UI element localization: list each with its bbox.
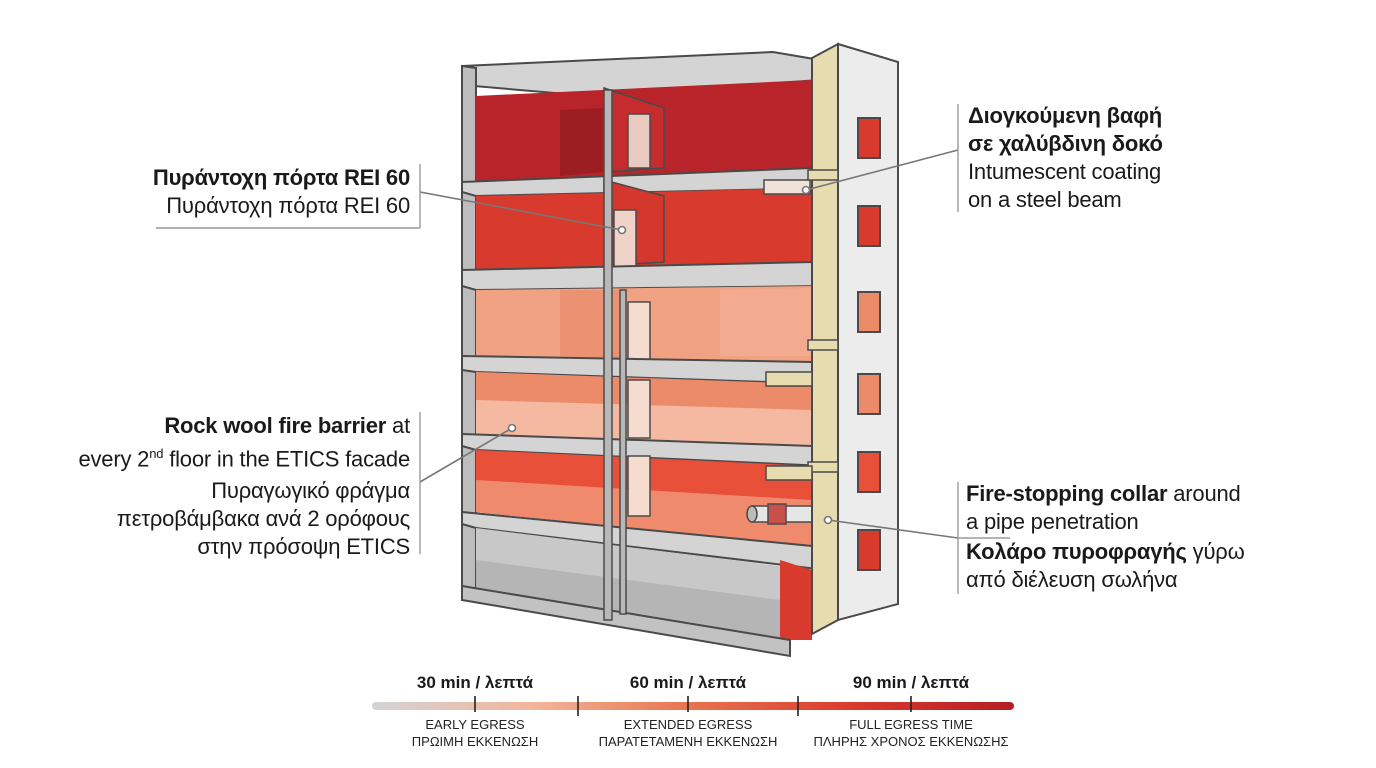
timeline-tick-90: 90 min / λεπτά — [852, 673, 970, 692]
collar-line2: a pipe penetration — [966, 509, 1139, 534]
phase-early-gr: ΠΡΩΙΜΗ ΕΚΚΕΝΩΣΗ — [411, 734, 539, 749]
floor-2 — [476, 450, 829, 546]
rock-wool-gr-2: πετροβάμβακα ανά 2 ορόφους — [116, 506, 410, 532]
fire-door-callout: Πυράντοχη πόρτα REI 60 Πυράντοχη πόρτα R… — [153, 164, 410, 220]
collar-gr-after: γύρω — [1186, 539, 1245, 564]
partitions — [603, 89, 627, 621]
floor-3 — [476, 372, 812, 446]
intumescent-text-1: Intumescent coating — [968, 159, 1162, 184]
collar-title: Fire-stopping collar — [966, 481, 1168, 506]
intumescent-callout: Διογκούμενη βαφή σε χαλύβδινη δοκό Intum… — [968, 102, 1163, 214]
rock-wool-after: at — [386, 413, 410, 438]
rock-wool-callout: Rock wool fire barrier at every 2nd floo… — [78, 412, 410, 561]
phase-extended-en: EXTENDED EGRESS — [623, 717, 753, 732]
collar-callout: Fire-stopping collar around a pipe penet… — [966, 480, 1245, 594]
collar-gr-title: Κολάρο πυροφραγής — [966, 539, 1187, 564]
phase-extended-gr: ΠΑΡΑΤΕΤΑΜΕΝΗ ΕΚΚΕΝΩΣΗ — [598, 734, 778, 749]
floor-1 — [476, 528, 812, 640]
floor-4 — [476, 286, 812, 362]
phase-full-gr: ΠΛΗΡΗΣ ΧΡΟΝΟΣ ΕΚΚΕΝΩΣΗΣ — [813, 734, 1009, 749]
rock-wool-line2-pre: every 2 — [78, 446, 150, 472]
callout-rules — [156, 104, 1010, 594]
rock-wool-title: Rock wool fire barrier — [164, 413, 387, 438]
timeline-tick-60: 60 min / λεπτά — [629, 673, 747, 692]
intumescent-title-2: σε χαλύβδινη δοκό — [968, 131, 1163, 156]
floor-5 — [476, 179, 812, 270]
collar-gr-line2: από διέλευση σωλήνα — [966, 567, 1178, 592]
rock-wool-gr-3: στην πρόσοψη ETICS — [197, 534, 410, 560]
timeline-phase-extended: EXTENDED EGRESS ΠΑΡΑΤΕΤΑΜΕΝΗ ΕΚΚΕΝΩΣΗ — [599, 716, 778, 750]
phase-early-en: EARLY EGRESS — [425, 717, 525, 732]
timeline-tick-30: 30 min / λεπτά — [416, 673, 534, 692]
timeline-bar — [372, 696, 1014, 716]
steel-beam-icon — [763, 179, 811, 195]
etics-facade — [765, 42, 899, 636]
base-slab — [461, 584, 791, 658]
pipe-collar-icon — [746, 503, 829, 525]
phase-full-en: FULL EGRESS TIME — [849, 717, 973, 732]
fire-door-title: Πυράντοχη πόρτα REI 60 — [152, 165, 410, 190]
intumescent-text-2: on a steel beam — [968, 187, 1122, 212]
timeline-phase-early: EARLY EGRESS ΠΡΩΙΜΗ ΕΚΚΕΝΩΣΗ — [412, 716, 538, 750]
rock-wool-gr-1: Πυραγωγικό φράγμα — [211, 478, 410, 504]
leader-lines — [419, 149, 959, 539]
floor-6 — [476, 80, 812, 182]
intumescent-title-1: Διογκούμενη βαφή — [968, 103, 1162, 128]
collar-after: around — [1167, 481, 1241, 506]
rock-wool-line2-sup: nd — [149, 446, 164, 461]
rock-wool-line2-post: floor in the ETICS facade — [163, 446, 410, 472]
fire-door-subtitle: Πυράντοχη πόρτα REI 60 — [166, 193, 410, 218]
timeline-phase-full: FULL EGRESS TIME ΠΛΗΡΗΣ ΧΡΟΝΟΣ ΕΚΚΕΝΩΣΗΣ — [813, 716, 1008, 750]
